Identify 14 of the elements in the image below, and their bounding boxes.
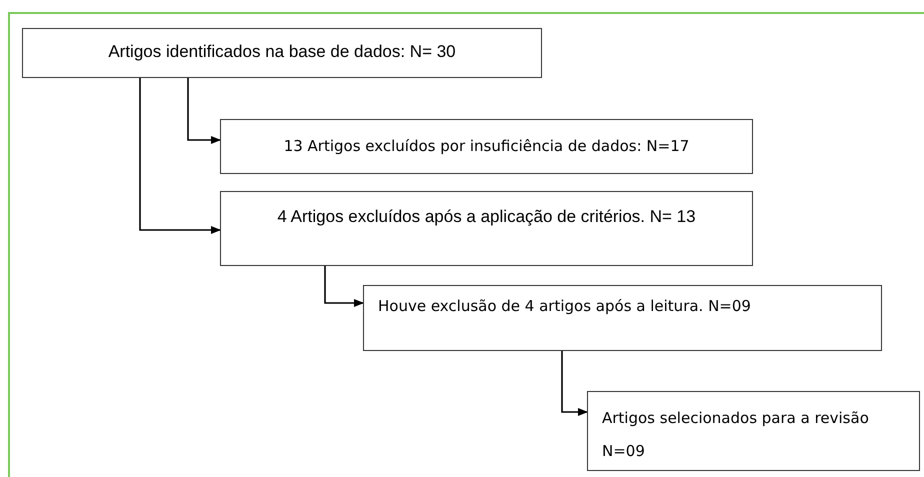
arrow <box>187 78 221 144</box>
arrow <box>324 266 364 307</box>
box-text: Artigos identificados na base de dados: N= 30 <box>107 42 457 62</box>
process-box <box>22 28 542 78</box>
process-box <box>587 391 920 471</box>
box-text: 4 Artigos excluídos após a aplicação de critérios. N= 13 <box>276 206 697 228</box>
box-text: Artigos selecionados para a revisão N=09 <box>602 408 870 462</box>
process-box <box>363 285 882 351</box>
arrow <box>561 351 588 416</box>
process-box <box>220 119 753 174</box>
process-box <box>220 191 753 266</box>
box-text: 13 Artigos excluídos por insuficiência de dados: N=17 <box>282 137 690 155</box>
box-text: Houve exclusão de 4 artigos após a leitura. N=09 <box>378 297 752 315</box>
arrow <box>139 78 221 234</box>
